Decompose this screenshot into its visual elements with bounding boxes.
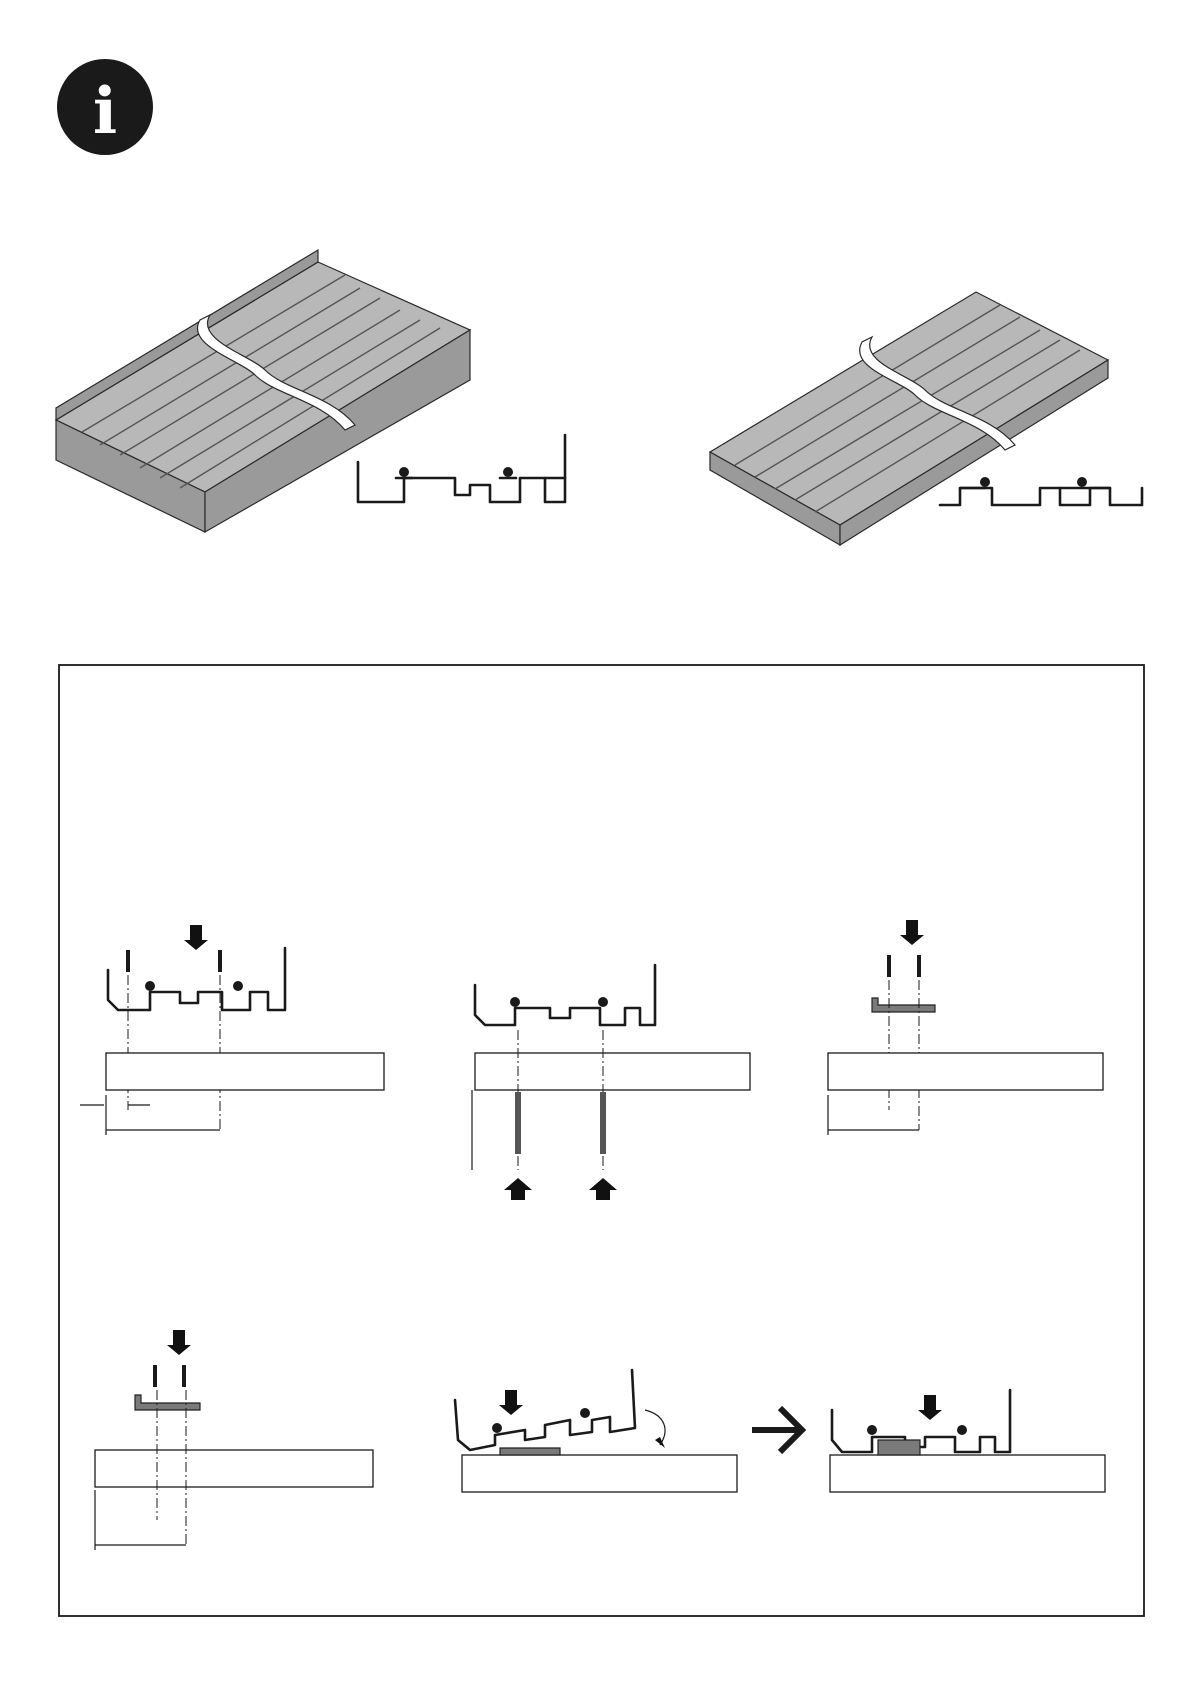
down-arrow-icon	[167, 1330, 191, 1355]
rail-double-wall	[56, 250, 565, 532]
rail-double-flat	[710, 292, 1142, 545]
screw-icon	[182, 1365, 186, 1387]
down-arrow-icon	[499, 1390, 523, 1415]
next-step-arrow	[752, 1408, 802, 1452]
screw-icon	[126, 950, 130, 972]
step-5-tilt-in	[455, 1370, 737, 1492]
screw-icon	[153, 1365, 157, 1387]
screw-icon	[515, 1092, 521, 1154]
screw-icon	[218, 950, 222, 972]
step-3-screw-bracket	[828, 920, 1103, 1135]
down-arrow-icon	[900, 920, 924, 945]
board	[106, 1053, 384, 1090]
step-2-screw-bottom	[472, 965, 750, 1200]
up-arrow-icon	[589, 1178, 617, 1200]
info-glyph: i	[93, 74, 117, 149]
screw-icon	[917, 955, 921, 977]
down-arrow-icon	[918, 1395, 942, 1420]
step-4-bracket-groove	[95, 1330, 373, 1550]
step-6-seated	[830, 1390, 1105, 1492]
screw-icon	[600, 1092, 606, 1154]
down-arrow-icon	[184, 925, 208, 950]
screw-icon	[887, 955, 891, 977]
info-badge: i	[57, 59, 153, 155]
up-arrow-icon	[504, 1178, 532, 1200]
step-1-screw-top	[80, 925, 384, 1135]
